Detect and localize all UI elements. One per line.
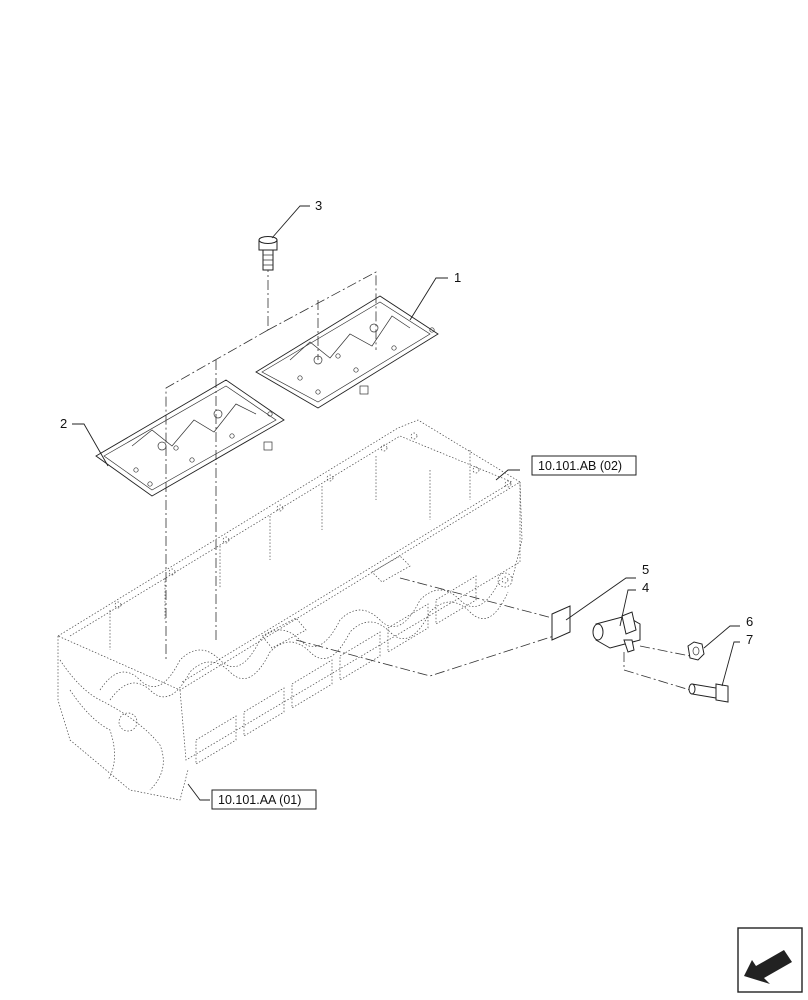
reference-upper-label[interactable]: 10.101.AB (02) — [538, 459, 622, 473]
gasket-5 — [551, 605, 571, 641]
callout-4: 4 — [642, 580, 649, 595]
callout-7: 7 — [746, 632, 753, 647]
bolt-7 — [688, 683, 729, 703]
reference-box-lower[interactable]: 10.101.AA (01) — [211, 789, 317, 810]
callout-1: 1 — [454, 270, 461, 285]
reference-box-upper[interactable]: 10.101.AB (02) — [531, 455, 637, 476]
leader-lines — [72, 205, 740, 801]
callout-2: 2 — [60, 416, 67, 431]
injector-harness-1 — [255, 295, 439, 409]
assembly-lines — [165, 262, 691, 691]
injector-harness-2 — [95, 379, 285, 497]
bolt-3 — [258, 236, 278, 271]
callout-3: 3 — [315, 198, 322, 213]
cylinder-head — [57, 419, 523, 801]
nut-6 — [687, 641, 705, 661]
callout-5: 5 — [642, 562, 649, 577]
sensor-4 — [592, 611, 641, 653]
callout-6: 6 — [746, 614, 753, 629]
reference-lower-label[interactable]: 10.101.AA (01) — [218, 793, 301, 807]
arrow-back-icon[interactable] — [737, 927, 803, 993]
